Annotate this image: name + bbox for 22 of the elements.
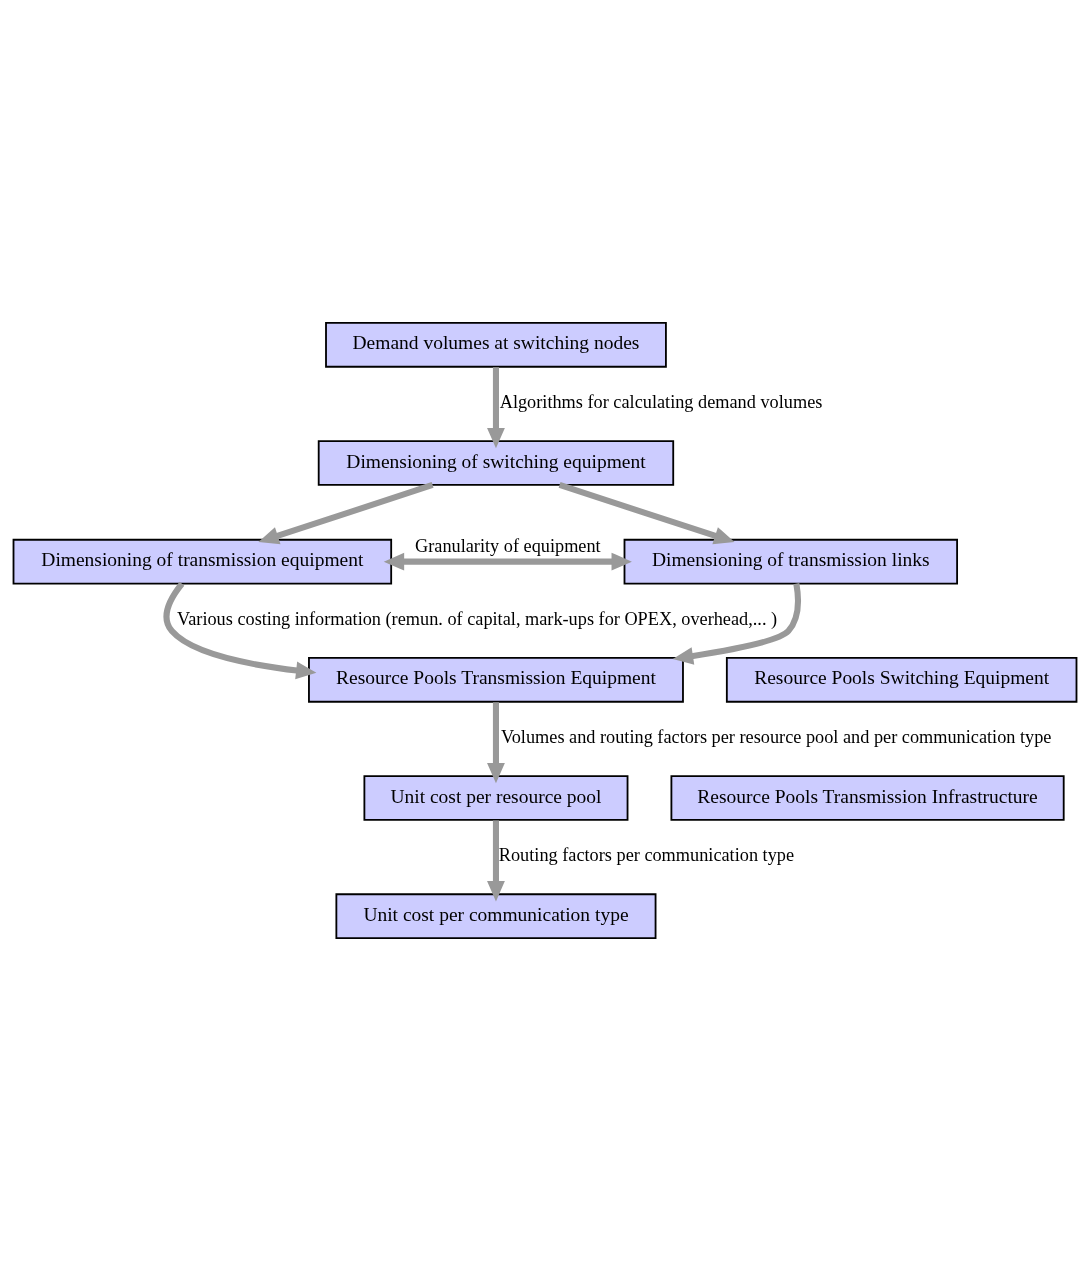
- arrow: [487, 820, 505, 902]
- arrow: [487, 367, 505, 449]
- edge-label: Volumes and routing factors per resource pool and per communication type: [500, 727, 1052, 748]
- node-box: Dimensioning of transmission links: [623, 538, 958, 585]
- arrow: [672, 583, 801, 665]
- node-box: Resource Pools Transmission Equipment: [308, 657, 684, 703]
- arrow: [258, 482, 434, 545]
- node-box: Resource Pools Transmission Infrastructure: [670, 775, 1065, 821]
- arrow: [558, 482, 735, 545]
- node-box: Dimensioning of switching equipment: [317, 440, 675, 486]
- node-box: Unit cost per communication type: [335, 893, 657, 940]
- edge-label: Various costing information (remun. of capital, mark-ups for OPEX, overhead,... ): [177, 609, 778, 630]
- arrow: [487, 702, 505, 784]
- arrow: [163, 581, 317, 680]
- edge-label: Granularity of equipment: [415, 535, 601, 556]
- edge-label: Routing factors per communication type: [498, 845, 795, 866]
- node-box: Dimensioning of transmission equipment: [12, 538, 393, 585]
- node-box: Demand volumes at switching nodes: [325, 321, 667, 368]
- node-box: Resource Pools Switching Equipment: [725, 657, 1078, 703]
- edge-label: Algorithms for calculating demand volumes: [499, 392, 823, 413]
- node-box: Unit cost per resource pool: [363, 775, 629, 821]
- arrow: [383, 552, 632, 571]
